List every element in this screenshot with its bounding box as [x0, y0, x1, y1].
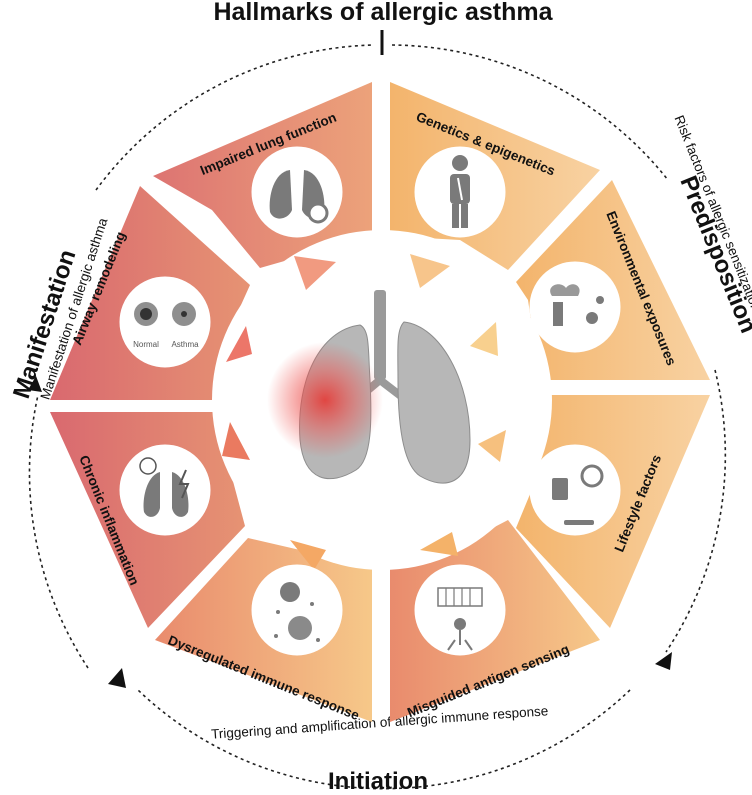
pollution-icon [529, 261, 621, 353]
arrowhead-bottom-right-icon [655, 652, 672, 670]
phase-initiation-name: Initiation [328, 768, 428, 795]
immune-cells-icon [251, 564, 343, 656]
lungs-icon [267, 290, 471, 484]
outer-cycle-arrows [28, 44, 727, 790]
phase-initiation-description: Triggering and amplification of allergic… [211, 703, 549, 742]
phase-predisposition-description: Risk factors of allergic sensitization [671, 113, 752, 313]
arrowhead-left-icon [28, 376, 42, 392]
airway-normal-label: Normal [133, 340, 159, 349]
lung-gear-icon [251, 146, 343, 238]
airway-cross-section-icon [119, 276, 211, 368]
icon-glyphs [134, 155, 604, 651]
arrowhead-bottom-left-icon [108, 668, 126, 688]
inflamed-lungs-icon [119, 444, 211, 536]
diagram-title: Hallmarks of allergic asthma [213, 0, 553, 26]
airway-asthma-label: Asthma [171, 340, 199, 349]
center-arrows [222, 254, 506, 570]
